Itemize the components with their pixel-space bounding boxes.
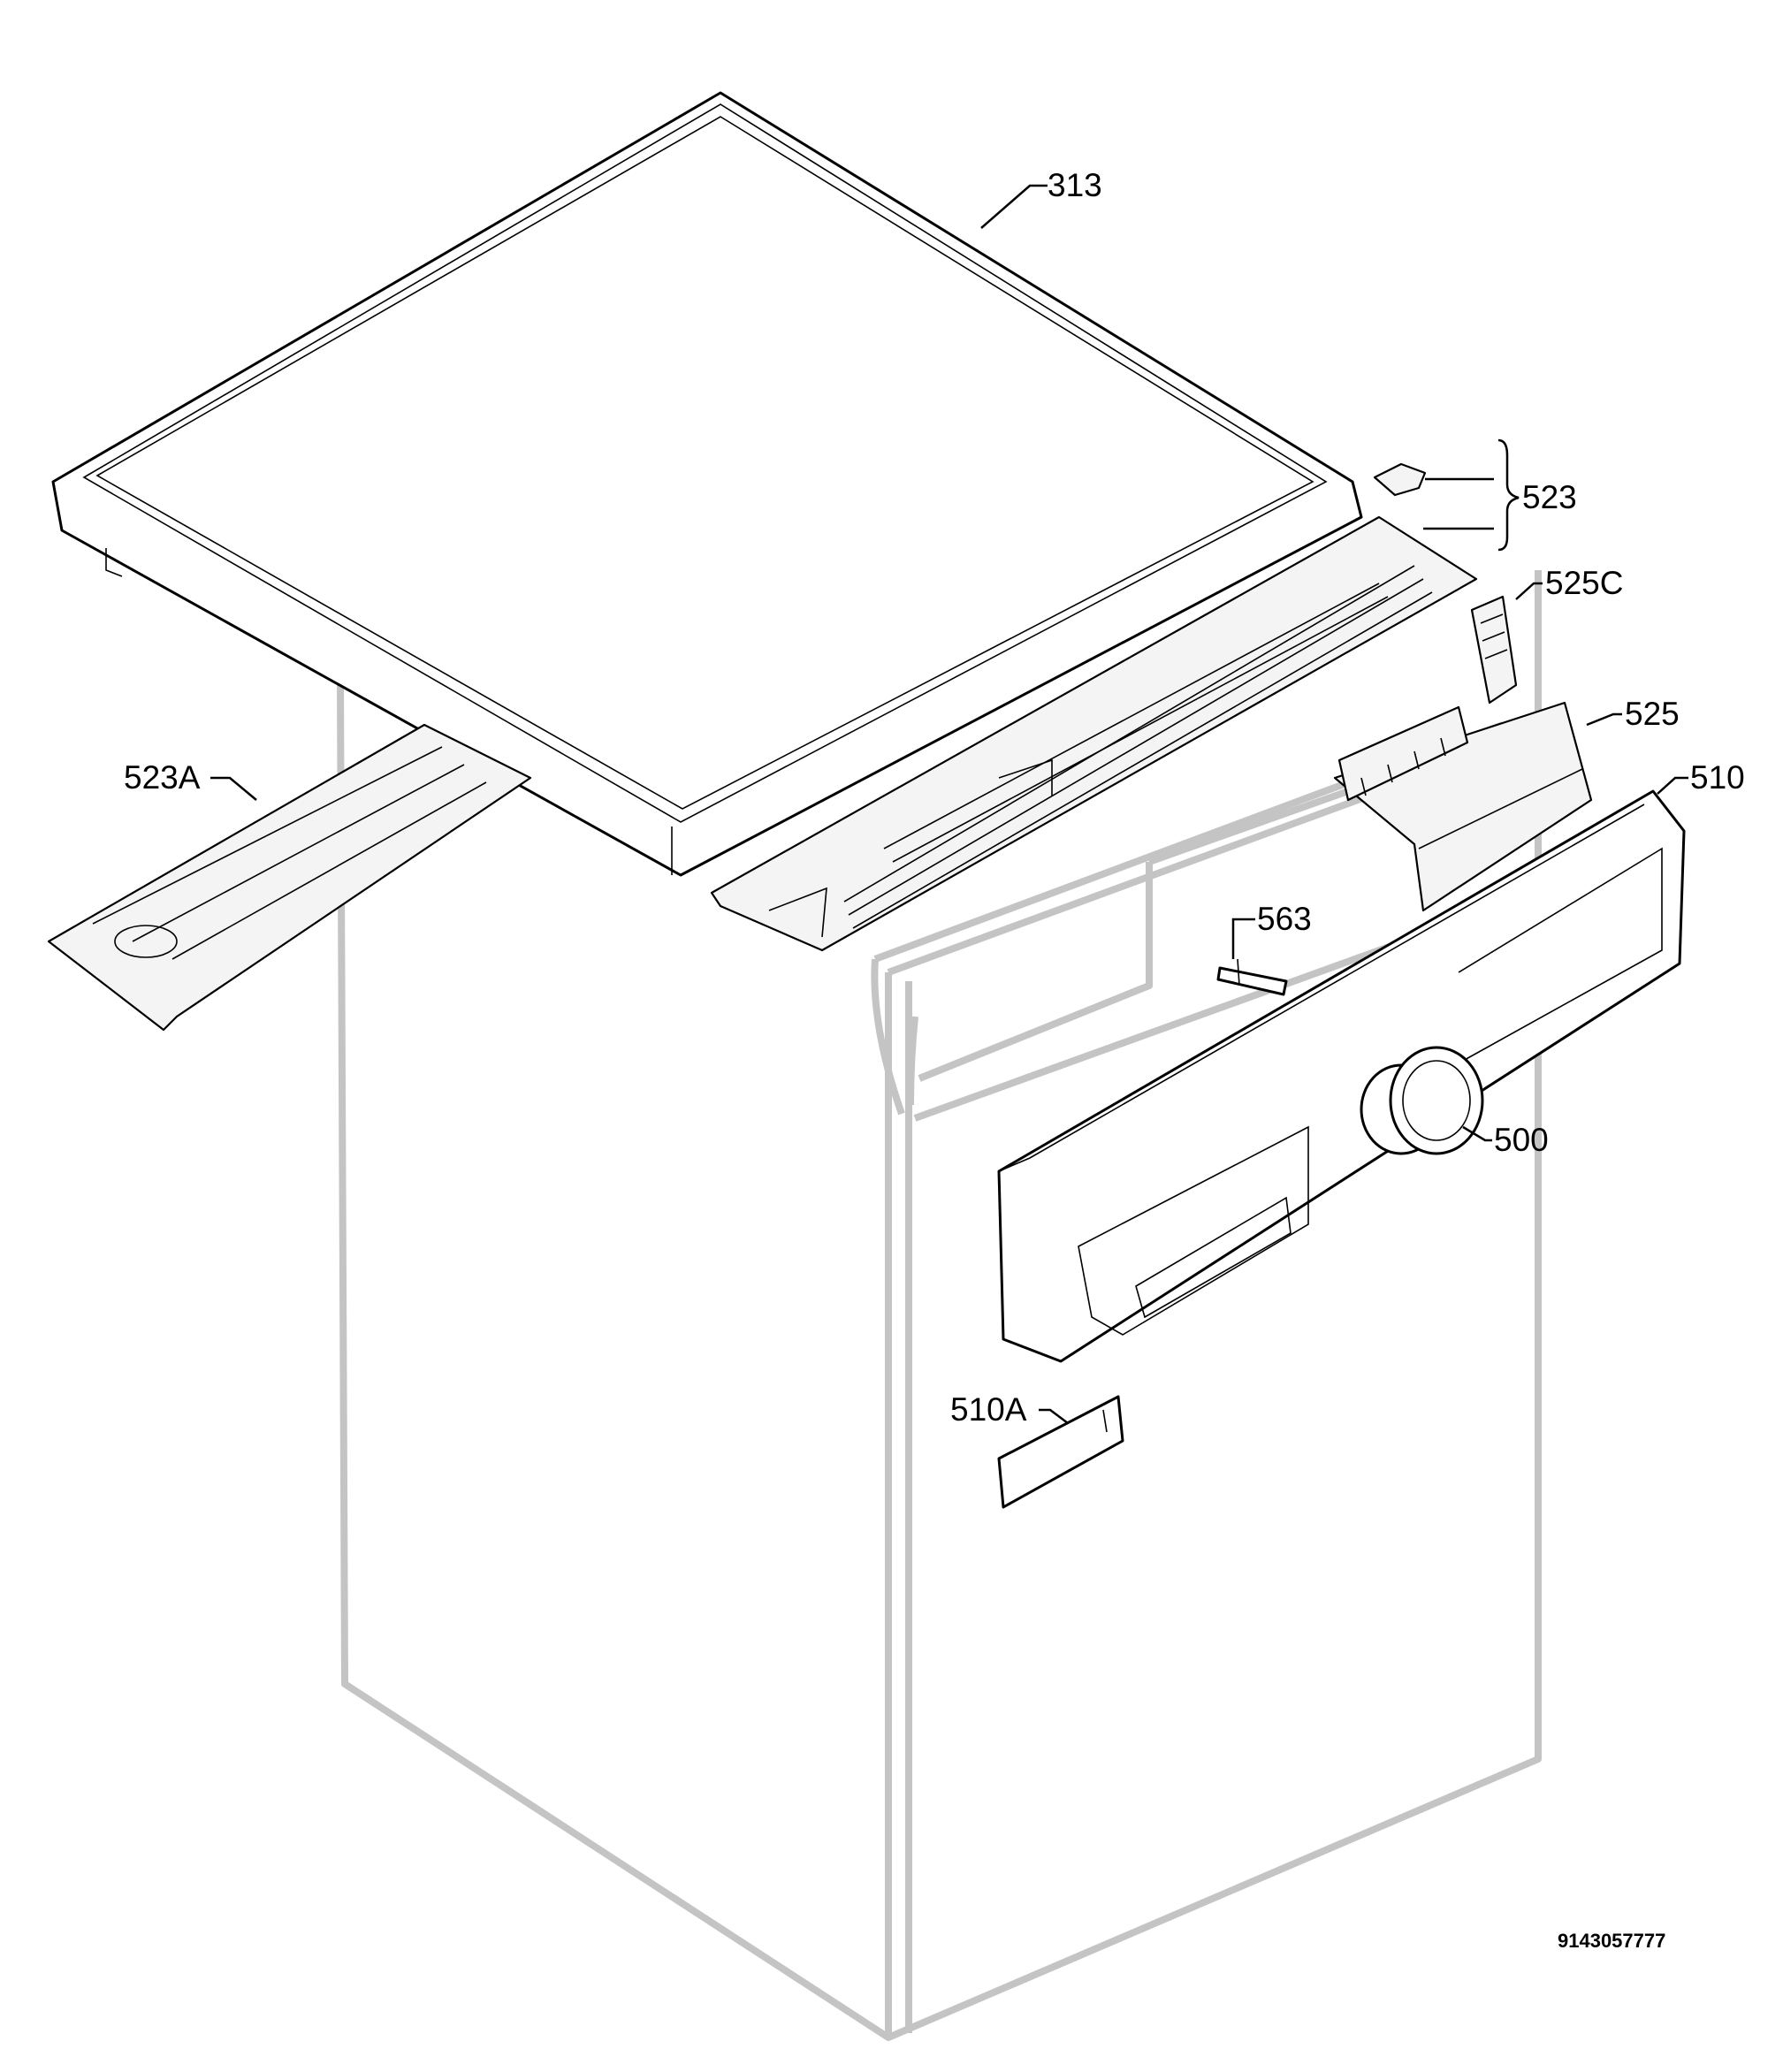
label-313: 313 xyxy=(1048,167,1102,203)
reference-code: 9143057777 xyxy=(1558,1930,1665,1952)
clip-523 xyxy=(1373,462,1427,497)
label-525: 525 xyxy=(1625,696,1680,732)
label-510A: 510A xyxy=(950,1391,1027,1428)
badge-510A xyxy=(997,1395,1124,1509)
rear-rail xyxy=(710,515,1478,952)
label-563: 563 xyxy=(1257,901,1312,937)
label-523: 523 xyxy=(1522,479,1577,515)
bracket-525C xyxy=(1470,595,1518,705)
top-cover-313 xyxy=(51,91,1363,877)
side-rail-523A xyxy=(47,723,532,1032)
knob-500 xyxy=(1360,1046,1484,1155)
pin-563 xyxy=(1216,958,1288,996)
label-510: 510 xyxy=(1690,759,1745,796)
label-500: 500 xyxy=(1494,1122,1549,1158)
electronic-board-525 xyxy=(1333,701,1593,912)
label-525C: 525C xyxy=(1545,565,1623,601)
control-panel-510 xyxy=(997,789,1686,1363)
leader-lines xyxy=(210,184,1688,1424)
label-523A: 523A xyxy=(124,759,201,796)
